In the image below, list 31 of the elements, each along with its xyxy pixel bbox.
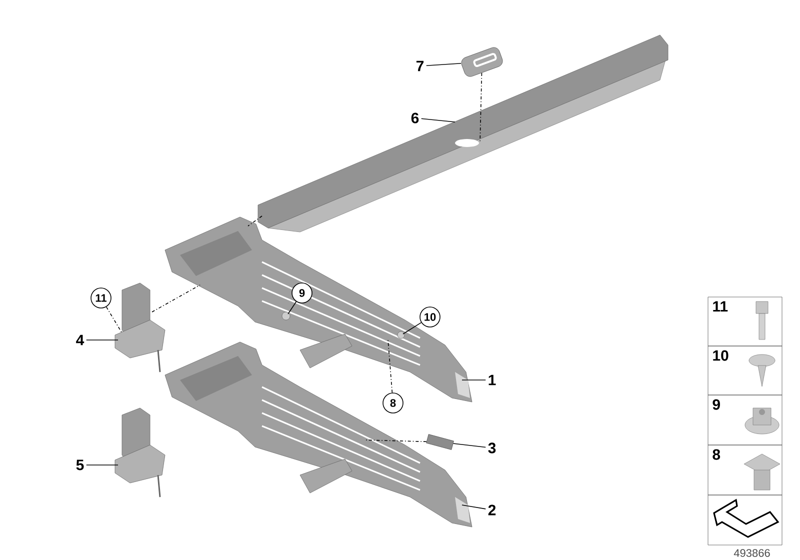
assembly-line [480,72,482,144]
clip-strip-drawing [426,434,454,450]
image-number: 493866 [734,549,770,557]
cargo-cover-drawing [258,34,668,232]
table-cell: 10 [708,346,782,396]
assembly-line [106,306,122,334]
callout-number: 4 [76,334,84,346]
leader-line [426,62,462,66]
assembly-line [152,284,200,312]
bracket-drawing [114,408,166,498]
table-cell: 9 [708,394,782,446]
callout-number: 3 [488,442,496,454]
leader-line [86,464,118,466]
leader-line [462,504,486,510]
table-cell: 8 [708,444,782,496]
leader-line [402,322,422,334]
assembly-line [248,216,262,226]
callout-number: 1 [488,374,496,386]
callout-number: 2 [488,504,496,516]
table-cell: 11 [708,296,782,346]
callout-number: 7 [416,60,424,72]
bracket-drawing [114,282,166,372]
callout-number: 5 [76,460,84,470]
leader-line [452,443,486,448]
assembly-line [388,340,393,394]
leader-line [420,118,456,122]
handle-drawing [473,52,497,68]
leader-line [288,301,297,314]
callout-number: 6 [411,112,419,124]
rail-drawing [164,342,472,528]
assembly-line [364,440,427,442]
